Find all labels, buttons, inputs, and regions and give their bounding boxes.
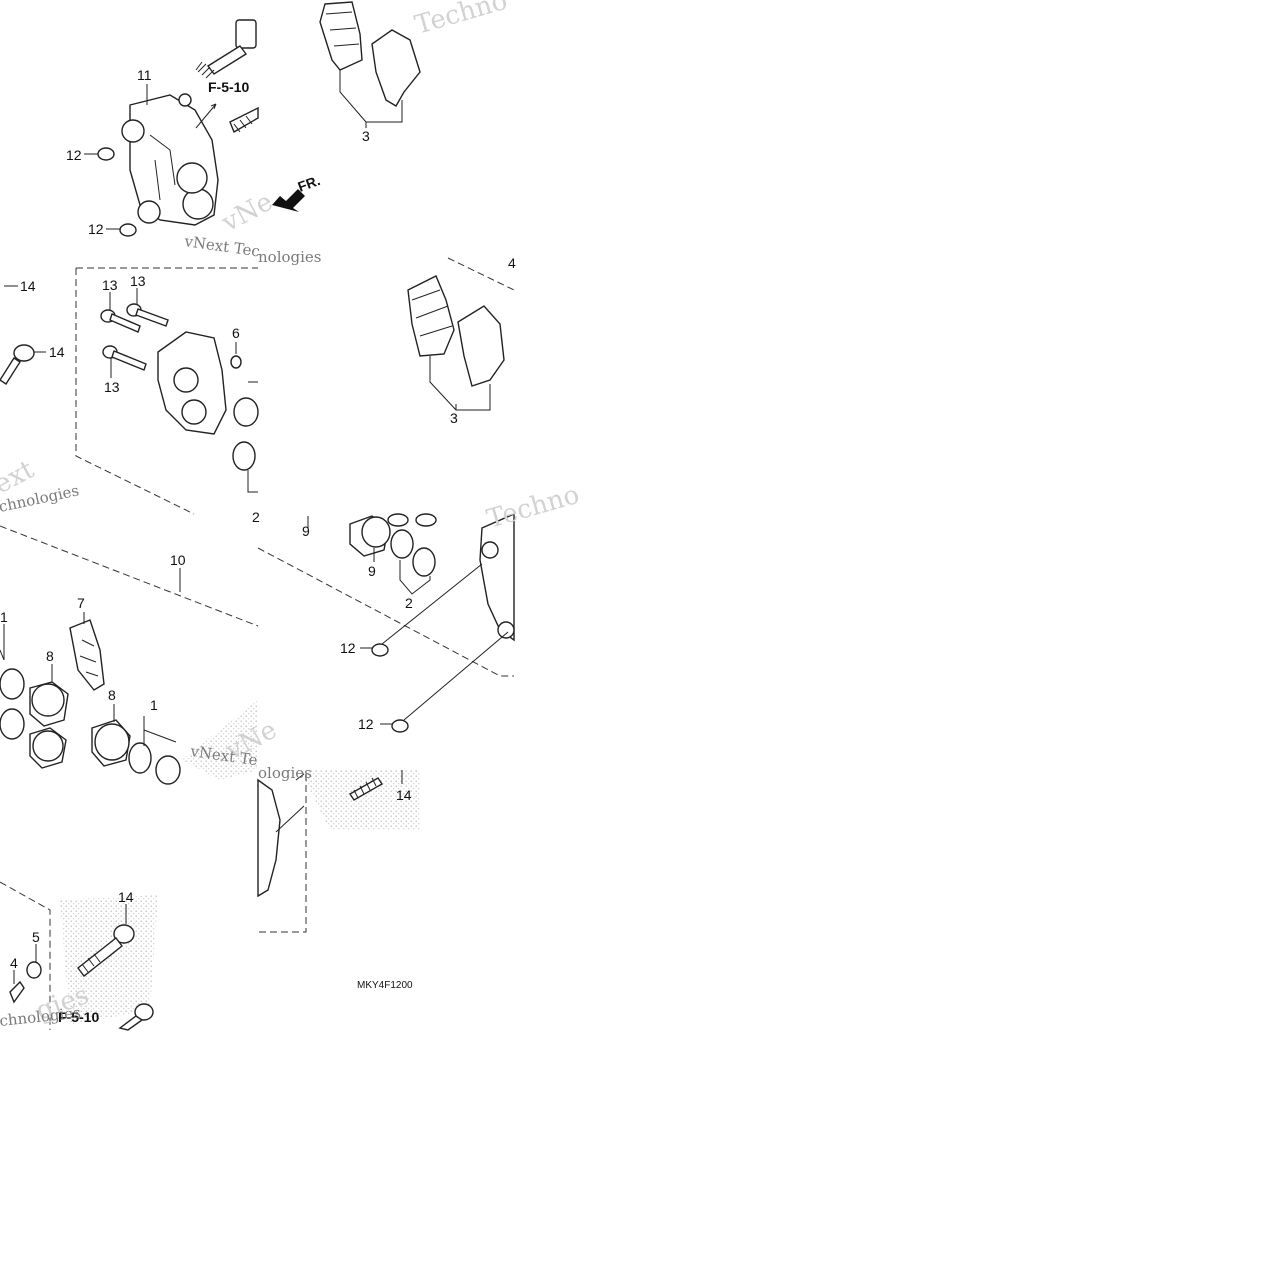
tile-caliper-bolts-bottom: 14 5 4 F-5-10 gies chnologies (0, 881, 154, 1031)
mount-boss (137, 200, 161, 224)
collar (97, 147, 115, 161)
callout-14: 14 (396, 787, 412, 803)
callout-1: 1 (0, 609, 8, 625)
reference-f-5-10: F-5-10 (208, 79, 249, 95)
bolt-head (13, 344, 35, 362)
caliper-body (257, 778, 281, 898)
callout-7: 7 (77, 595, 85, 611)
callout-14: 14 (118, 889, 134, 905)
callout-8: 8 (108, 687, 116, 703)
callout-2: 2 (252, 509, 260, 525)
seal (232, 441, 256, 471)
pad-spring (69, 619, 105, 691)
stipple-patch (60, 895, 158, 1025)
reference-f-5-10: F-5-10 (58, 1009, 99, 1025)
brake-pad (371, 29, 421, 107)
callout-10: 10 (170, 552, 186, 568)
watermark: vNe (216, 187, 278, 239)
callout-12: 12 (66, 147, 82, 163)
tile-caliper-bottom: 14 ologies (257, 764, 412, 933)
callout-12: 12 (358, 716, 374, 732)
callout-9: 9 (302, 523, 310, 539)
callout-14: 14 (49, 344, 65, 360)
callout-4: 4 (10, 955, 18, 971)
stipple-patch (182, 700, 258, 780)
watermark: nologies (258, 248, 322, 266)
callout-5: 5 (32, 929, 40, 945)
piston-bore (182, 188, 214, 220)
callout-14: 14 (20, 278, 36, 294)
callout-9: 9 (368, 563, 376, 579)
piston-bore (181, 399, 207, 425)
front-direction-arrow (272, 189, 305, 212)
bolt-head (113, 924, 135, 944)
collar (391, 719, 409, 733)
seal (412, 547, 436, 577)
seal (233, 397, 259, 427)
callout-13: 13 (130, 273, 146, 289)
collar (371, 643, 389, 657)
callout-8: 8 (46, 648, 54, 664)
nut-5 (26, 961, 42, 979)
watermark: Techno (484, 480, 583, 535)
callout-3: 3 (362, 128, 370, 144)
tile-brake-pads-rear: 3 4 (407, 255, 516, 426)
callout-13: 13 (104, 379, 120, 395)
stipple-patch (300, 770, 420, 830)
callout-3: 3 (450, 410, 458, 426)
front-label: FR. (296, 172, 323, 195)
watermark: vNext Tec (182, 232, 261, 261)
callout-1: 1 (150, 697, 158, 713)
seal (0, 708, 25, 740)
collar (119, 223, 137, 237)
caliper-bolt (229, 106, 259, 134)
callout-12: 12 (340, 640, 356, 656)
bolt-head (134, 1003, 154, 1021)
piston-bore (176, 162, 208, 194)
callout-11: 11 (137, 67, 152, 83)
seal (128, 742, 152, 774)
seal (387, 513, 409, 527)
tile-brake-pads-top: 3 Techno (319, 0, 511, 144)
drawing-code: MKY4F1200 (357, 980, 413, 991)
callout-6: 6 (232, 325, 240, 341)
mount-boss (121, 119, 145, 143)
watermark: ologies (258, 764, 312, 782)
brake-pad (457, 305, 505, 387)
tile-caliper-bolts: 14 14 ext chnologies (0, 278, 81, 516)
nut-6 (230, 355, 242, 369)
piston-bore (173, 367, 199, 393)
seal (415, 513, 437, 527)
tile-caliper-front: 11 12 12 F-5-10 FR. vNe vNext Tec (66, 19, 323, 261)
callout-4: 4 (508, 255, 516, 271)
brake-pad (407, 275, 455, 357)
tile-caliper-rear: 13 13 13 6 2 nologies (75, 248, 322, 525)
seal (0, 668, 25, 700)
tile-pistons-seals: 10 1 7 8 8 1 vNe vNext Te (0, 525, 282, 785)
callout-2: 2 (405, 595, 413, 611)
callout-13: 13 (102, 277, 118, 293)
caliper-bolt (195, 19, 257, 79)
seal (390, 529, 414, 559)
bleeder (178, 93, 192, 107)
callout-12: 12 (88, 221, 104, 237)
seal (155, 755, 181, 785)
brake-pad (319, 1, 363, 71)
tile-caliper-pistons-right: 9 9 2 12 12 Techno (257, 480, 583, 733)
watermark: chnologies (0, 1004, 82, 1030)
watermark: Techno (412, 0, 511, 41)
